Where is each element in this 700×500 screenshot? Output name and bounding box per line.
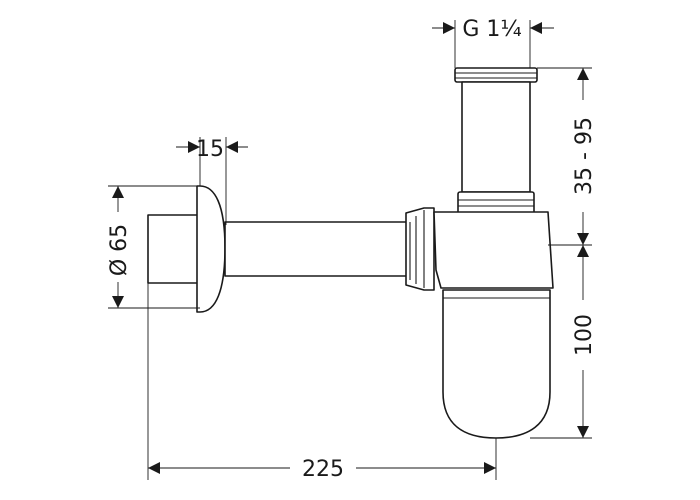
rosette-flange: [196, 185, 226, 313]
label-height-adjust: 35 - 95: [572, 117, 597, 195]
label-flange-diameter: Ø 65: [107, 224, 132, 276]
label-body-height: 100: [572, 314, 597, 356]
wall-pipe: [147, 185, 435, 313]
label-thread: G 1¼: [462, 17, 521, 42]
body-cup: [442, 289, 551, 439]
tail-pipe: [461, 81, 531, 193]
extension-lines: [108, 20, 592, 480]
top-collar: [454, 67, 538, 83]
wall-stub: [147, 214, 201, 284]
dim-flange-thickness: 15: [176, 137, 248, 162]
label-flange-thickness: 15: [196, 137, 224, 162]
dim-height-adjust: 35 - 95: [572, 68, 597, 245]
dim-body-height: 100: [572, 245, 597, 438]
label-length: 225: [302, 457, 344, 482]
dim-flange-diameter: Ø 65: [107, 186, 132, 308]
horizontal-pipe: [224, 221, 411, 277]
dim-length: 225: [148, 457, 496, 482]
coupling-nut: [405, 207, 435, 291]
dim-thread: G 1¼: [432, 17, 554, 42]
tail-nut: [457, 191, 535, 215]
tailpiece: [454, 67, 538, 215]
body-shoulder: [433, 211, 554, 289]
siphon-body: [433, 211, 554, 439]
